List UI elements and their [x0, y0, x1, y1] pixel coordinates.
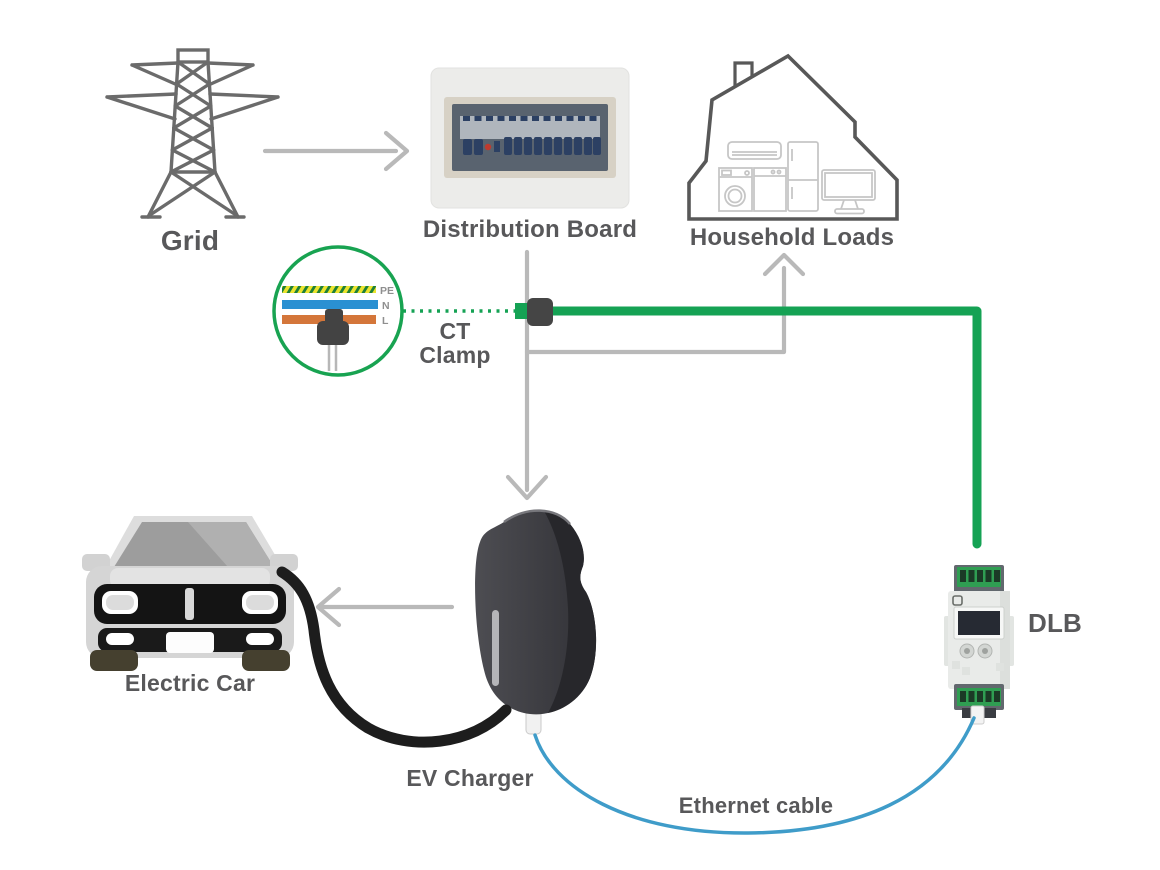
breaker-row — [463, 116, 601, 155]
dlb-buttons — [959, 643, 993, 659]
dlb-bottom-terminal — [954, 684, 1004, 710]
household-loads-icon — [687, 53, 899, 221]
wire-pe — [282, 286, 376, 293]
household-loads-label: Household Loads — [689, 224, 895, 251]
ethernet-cable — [533, 716, 976, 835]
electric-car-label: Electric Car — [124, 670, 256, 696]
distribution-board-label: Distribution Board — [422, 216, 638, 243]
dlb-device-icon — [944, 565, 1014, 725]
wire-n — [282, 300, 378, 309]
ethernet-cable-label: Ethernet cable — [678, 793, 834, 818]
dlb-display — [953, 606, 1005, 640]
chimney — [733, 61, 754, 87]
tire-right — [242, 650, 290, 671]
wire-label-l: L — [382, 315, 389, 327]
charging-cable — [276, 566, 512, 748]
ev-charger-label: EV Charger — [406, 765, 534, 791]
wire-label-n: N — [382, 300, 390, 312]
breaker-indicator-red — [484, 143, 492, 151]
license-plate — [166, 632, 214, 653]
arrow-board-to-charger — [505, 249, 549, 501]
dlb-top-terminal — [954, 565, 1004, 593]
ct-sensor — [317, 309, 349, 371]
appliances — [718, 141, 876, 215]
headlights — [102, 591, 278, 614]
ct-clamp-detail-icon: PE N L — [272, 245, 404, 377]
electric-car-icon — [82, 516, 298, 671]
green-mains-line — [535, 306, 982, 549]
grid-tower-icon — [105, 48, 280, 219]
dlb-logo — [952, 595, 963, 606]
ct-clamp-label-line2: Clamp — [419, 342, 491, 369]
ct-clamp-label-line1: CT — [439, 318, 471, 344]
ev-charger-icon — [475, 509, 597, 735]
ct-clamp-on-line — [515, 298, 553, 326]
tire-left — [90, 650, 138, 671]
wire-label-pe: PE — [380, 285, 394, 297]
arrow-grid-to-board — [262, 130, 410, 172]
dlb-label: DLB — [1028, 608, 1083, 638]
distribution-board-icon — [430, 67, 630, 209]
grid-label: Grid — [160, 225, 220, 256]
ct-clamp-label: CT Clamp — [395, 319, 515, 367]
arrow-charger-to-car — [315, 586, 455, 628]
arrow-board-to-household — [524, 252, 806, 355]
led-strip — [492, 610, 499, 686]
